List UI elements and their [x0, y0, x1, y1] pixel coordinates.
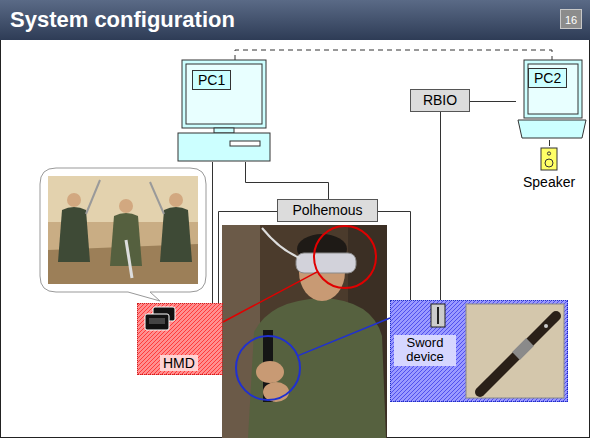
laptop-icon	[518, 60, 586, 138]
desktop-pc-icon	[178, 60, 270, 161]
highlight-circle	[236, 336, 300, 400]
figure-sword	[150, 182, 164, 214]
node-label: PC2	[528, 68, 567, 88]
user-sweater	[248, 298, 386, 438]
figure-body	[160, 207, 192, 262]
monitor	[182, 60, 266, 128]
speaker-cone	[545, 159, 553, 167]
figure-body	[110, 213, 142, 266]
laptop-screen	[528, 64, 578, 114]
cable	[549, 140, 550, 146]
cable	[212, 162, 213, 303]
node-label: RBIO	[423, 92, 457, 108]
sword-sensor-icon	[431, 304, 445, 327]
io-box: RBIO	[410, 89, 470, 112]
user-hand	[256, 361, 284, 383]
laptop-lid	[524, 60, 582, 118]
sensor-mark	[437, 307, 439, 324]
pc-case	[178, 133, 270, 161]
slide-title: System configuration	[0, 0, 235, 40]
leader-line	[223, 272, 318, 322]
photo-background	[222, 225, 387, 438]
desktop-pc: PC1	[178, 60, 270, 162]
monitor-screen	[186, 64, 262, 124]
sword-device: Sword device	[390, 300, 568, 402]
node-label: Speaker	[523, 174, 575, 190]
user-photo	[222, 225, 387, 438]
photo-ground	[466, 304, 564, 398]
sword-led	[544, 324, 548, 328]
figure-body	[58, 207, 90, 262]
hmd-front	[145, 314, 169, 330]
figure-head	[119, 199, 133, 213]
node-label: Polhemous	[292, 202, 362, 218]
highlight-circle	[314, 226, 376, 288]
cable	[219, 212, 278, 304]
monitor-stand	[214, 128, 234, 133]
speech-bubble	[40, 168, 206, 301]
figure-sword	[126, 240, 132, 278]
node-label: PC1	[192, 70, 231, 90]
title-bar: System configuration 16	[0, 0, 590, 40]
hmd-cable	[262, 228, 300, 258]
speaker-tweeter	[547, 152, 550, 155]
sword-band	[516, 342, 530, 356]
speaker-icon	[541, 148, 557, 170]
tracker-box: Polhemous	[277, 199, 378, 222]
laptop-pc: PC2	[516, 60, 586, 140]
cable	[470, 101, 516, 102]
user-hmd	[296, 253, 356, 273]
node-label: HMD	[160, 355, 198, 371]
page-number: 16	[560, 9, 582, 29]
cable	[440, 112, 441, 300]
cable	[246, 162, 329, 199]
sensor-box	[431, 304, 445, 327]
cable	[378, 212, 411, 301]
figure-sword	[86, 180, 100, 214]
bubble-outline	[40, 168, 206, 301]
figure-head	[67, 193, 81, 207]
hmd-icon	[145, 307, 175, 330]
speaker: Speaker	[520, 146, 580, 194]
speaker-box	[541, 148, 557, 170]
figure-head	[169, 193, 183, 207]
drive-slot	[230, 141, 260, 146]
scene-photo	[48, 176, 198, 284]
leader-line	[298, 318, 390, 356]
sword-region	[390, 300, 568, 402]
hmd-region	[137, 303, 223, 375]
hmd-device: HMD	[137, 303, 223, 375]
node-label: Sword device	[394, 335, 456, 366]
hmd-lens	[149, 318, 165, 324]
sword-photo	[466, 304, 564, 398]
samurai-figures	[58, 180, 192, 278]
network-link	[235, 50, 552, 60]
laptop-base	[518, 120, 586, 138]
sword-grip	[480, 316, 556, 392]
